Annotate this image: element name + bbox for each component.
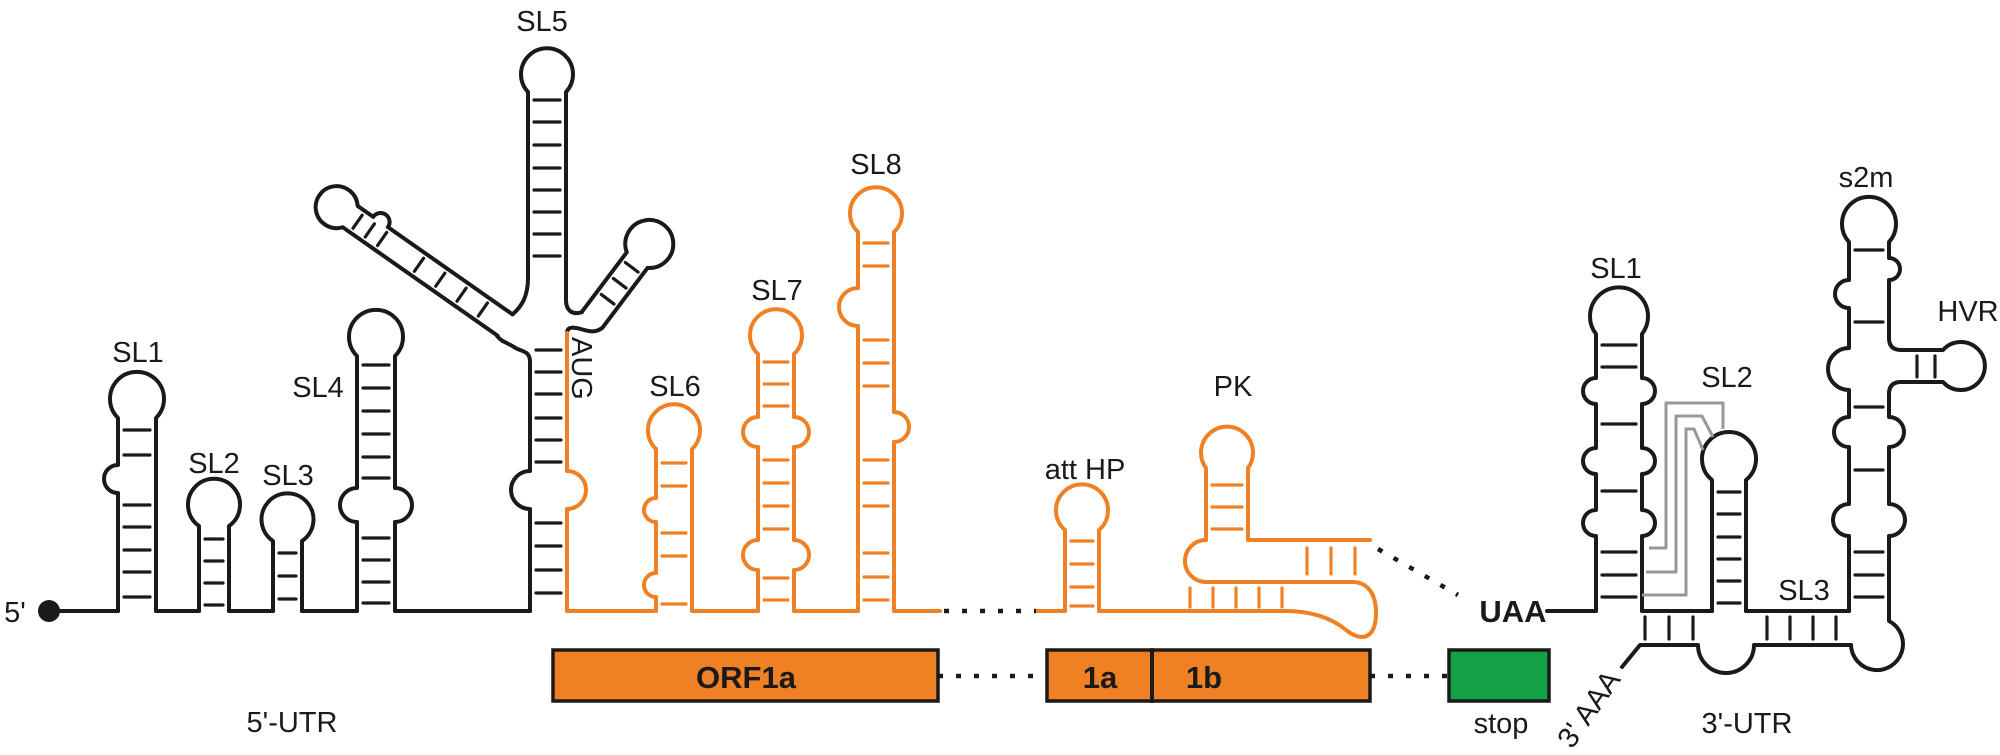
sl5-left-branch-hairpin xyxy=(313,184,515,338)
stop-box xyxy=(1447,648,1551,703)
sl4-5utr-basepairs xyxy=(361,363,391,605)
sl5-left-branch-basepairs xyxy=(351,213,490,318)
pk-label: PK xyxy=(1214,371,1253,403)
orf1a-structure xyxy=(565,185,1378,639)
dotted-connector-pk-to-uaa xyxy=(1376,547,1460,597)
three-utr-structure xyxy=(1545,194,1987,675)
sl3-5utr-basepairs xyxy=(277,551,298,601)
five-utr-region-label: 5'-UTR xyxy=(247,707,338,739)
three-utr-duplex-basepairs xyxy=(1643,615,1838,641)
sl5-5utr-label: SL5 xyxy=(516,6,568,38)
sl5-central-stem xyxy=(519,46,575,302)
box-1b-label: 1b xyxy=(1186,660,1222,695)
sl1-3utr-basepairs xyxy=(1600,343,1638,599)
genome-boxes xyxy=(551,648,1551,703)
sl5-left-branch xyxy=(313,184,515,338)
five-prime-label: 5' xyxy=(4,597,26,629)
sl5-right-branch-hairpin xyxy=(579,218,676,330)
orf1a-box xyxy=(551,648,940,703)
five-prime-end-dot xyxy=(38,600,60,622)
sl2-pseudoknot-interactions xyxy=(1642,401,1725,597)
hvr-label: HVR xyxy=(1937,296,1998,328)
sl7-label: SL7 xyxy=(751,275,803,307)
sl8-label: SL8 xyxy=(850,149,902,181)
sl4-5utr-hairpin xyxy=(338,307,414,613)
sl8-hairpin xyxy=(837,185,942,613)
three-utr-region-label: 3'-UTR xyxy=(1702,708,1793,740)
sl1-3utr-hairpin xyxy=(1581,285,1657,613)
pk-pseudoknot-strand xyxy=(1097,424,1378,639)
pseudoknot-line-outer xyxy=(1649,401,1725,550)
sl2-3utr-hairpin xyxy=(1700,430,1758,613)
sl4-5utr-label: SL4 xyxy=(292,372,344,404)
att-hp-hairpin xyxy=(1034,482,1110,613)
orf1a-box-label: ORF1a xyxy=(696,660,797,695)
uaa-stop-codon-label: UAA xyxy=(1479,594,1546,629)
aug-start-codon-label: AUG xyxy=(565,337,597,400)
frameshift-1a-1b-box xyxy=(1045,648,1372,703)
sl8-basepairs xyxy=(862,241,890,602)
sl1-5utr-basepairs xyxy=(122,428,152,599)
pseudoknot-line-middle xyxy=(1646,414,1715,574)
sl2-3utr-basepairs xyxy=(1716,490,1742,605)
sl5-right-branch-basepairs xyxy=(599,260,640,306)
sl5-basal-stem-basepairs xyxy=(534,348,563,595)
s2m-hvr-basepairs xyxy=(1853,248,1937,599)
sl6-basepairs xyxy=(660,461,688,606)
s2m-label: s2m xyxy=(1839,162,1894,194)
sl3-5utr-hairpin xyxy=(259,491,316,613)
three-prime-tail-strand xyxy=(1620,643,1853,675)
att-hp-basepairs xyxy=(1069,539,1095,608)
sl2-5utr-hairpin xyxy=(186,476,242,613)
sl2-5utr-basepairs xyxy=(203,537,225,607)
sl1-5utr-label: SL1 xyxy=(112,337,164,369)
s2m-hvr-hairpin xyxy=(1826,194,1987,672)
poly-a-tail-label: 3' AAA xyxy=(1552,665,1628,754)
sl6-label: SL6 xyxy=(649,371,701,403)
sl2-3utr-label: SL2 xyxy=(1701,362,1753,394)
sl6-hairpin xyxy=(642,402,760,613)
sl7-hairpin xyxy=(741,307,860,613)
sl3-3utr-label: SL3 xyxy=(1778,575,1830,607)
box-1a-label: 1a xyxy=(1083,660,1118,695)
sl2-5utr-label: SL2 xyxy=(188,448,240,480)
pk-basepairs xyxy=(1188,483,1357,609)
pseudoknot-line-inner xyxy=(1642,427,1705,597)
sl5-junction-connectors xyxy=(495,276,604,613)
five-utr-structure xyxy=(38,46,676,622)
sl5-right-branch xyxy=(579,218,676,330)
sl1-3utr-label: SL1 xyxy=(1590,253,1642,285)
sl3-5utr-label: SL3 xyxy=(262,460,314,492)
sl7-basepairs xyxy=(762,360,790,602)
aug-strand-and-baseline xyxy=(565,331,658,613)
att-hp-label: att HP xyxy=(1045,454,1126,486)
stop-box-label: stop xyxy=(1474,708,1529,740)
sl1-5utr-hairpin xyxy=(102,369,166,613)
sl5-central-basepairs xyxy=(532,98,562,258)
